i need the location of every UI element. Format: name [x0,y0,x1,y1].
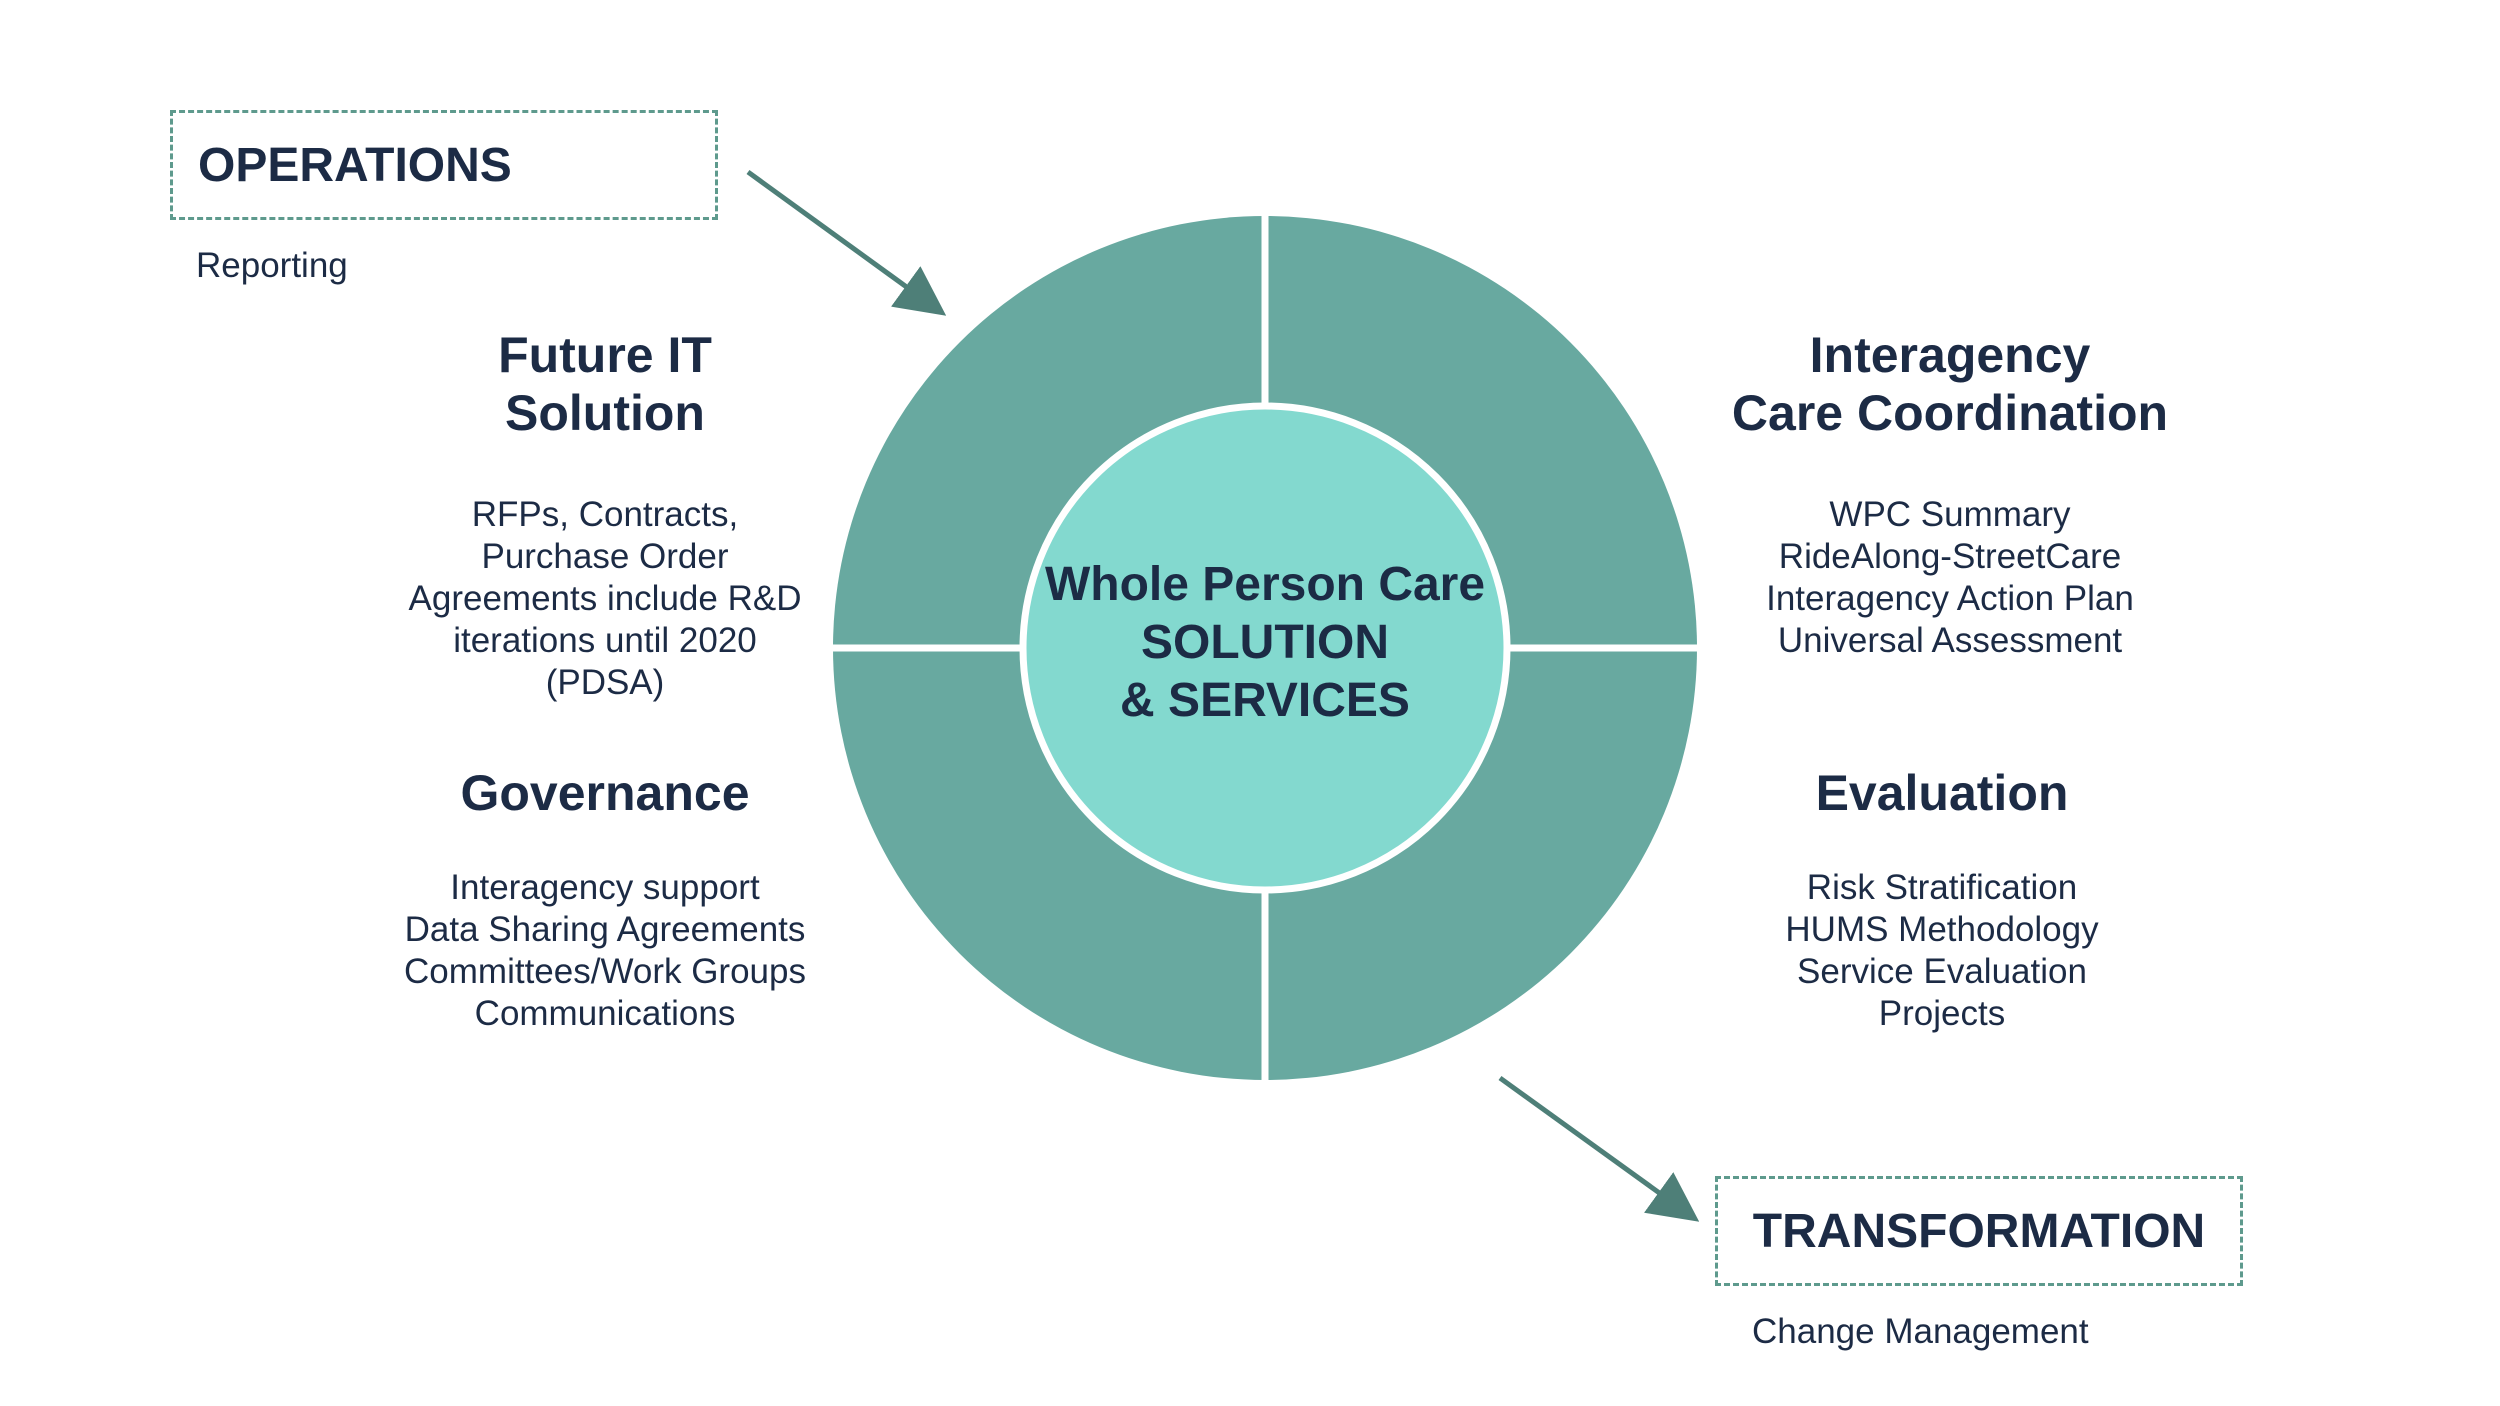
operations-title: OPERATIONS [198,138,512,192]
center-label: Whole Person Care SOLUTION & SERVICES [1045,556,1485,730]
governance-section: Governance Interagency support Data Shar… [404,764,806,1035]
list-item: Purchase Order [481,537,729,576]
list-item: Interagency support [450,868,760,907]
list-item: Risk Stratification [1806,868,2078,907]
transformation-subtitle: Change Management [1752,1312,2089,1351]
list-item: Agreements include R&D [408,579,802,618]
list-item: HUMS Methodology [1785,910,2099,949]
future-it-heading-line-1: Future IT [498,327,712,383]
interagency-section: Interagency Care Coordination WPC Summar… [1732,326,2168,662]
list-item: WPC Summary [1829,495,2071,534]
future-it-heading-line-2: Solution [505,385,705,441]
evaluation-items: Risk Stratification HUMS Methodology Ser… [1785,867,2098,1035]
list-item: Communications [474,994,736,1033]
list-item: iterations until 2020 [453,621,757,660]
future-it-section: Future IT Solution RFPs, Contracts, Purc… [409,326,802,704]
list-item: Interagency Action Plan [1766,579,2134,618]
transformation-title: TRANSFORMATION [1752,1204,2206,1258]
arrow-wheel-to-transformation [1498,1075,1700,1222]
interagency-heading-line-2: Care Coordination [1731,385,2169,441]
evaluation-heading: Evaluation [1815,765,2069,821]
operations-box: OPERATIONS [170,110,718,220]
list-item: RideAlong-StreetCare [1778,537,2122,576]
transformation-box: TRANSFORMATION [1715,1176,2243,1286]
list-item: Committees/Work Groups [404,952,806,991]
governance-heading: Governance [460,765,750,821]
operations-subtitle: Reporting [196,246,348,285]
list-item: Projects [1878,994,2006,1033]
list-item: (PDSA) [545,663,665,702]
list-item: RFPs, Contracts, [471,495,739,534]
list-item: Data Sharing Agreements [404,910,806,949]
interagency-heading-line-1: Interagency [1809,327,2091,383]
list-item: Universal Assessment [1777,621,2123,660]
interagency-heading: Interagency Care Coordination [1732,326,2168,442]
center-label-line-2: SOLUTION [1140,616,1389,669]
governance-items: Interagency support Data Sharing Agreeme… [404,867,806,1035]
future-it-heading: Future IT Solution [409,326,802,442]
center-label-line-1: Whole Person Care [1044,558,1486,611]
list-item: Service Evaluation [1797,952,2087,991]
future-it-items: RFPs, Contracts, Purchase Order Agreemen… [409,494,802,704]
center-label-line-3: & SERVICES [1120,674,1410,727]
interagency-items: WPC Summary RideAlong-StreetCare Interag… [1732,494,2168,662]
arrow-operations-to-wheel [746,169,947,316]
evaluation-section: Evaluation Risk Stratification HUMS Meth… [1785,764,2098,1035]
center-circle [1019,402,1511,894]
